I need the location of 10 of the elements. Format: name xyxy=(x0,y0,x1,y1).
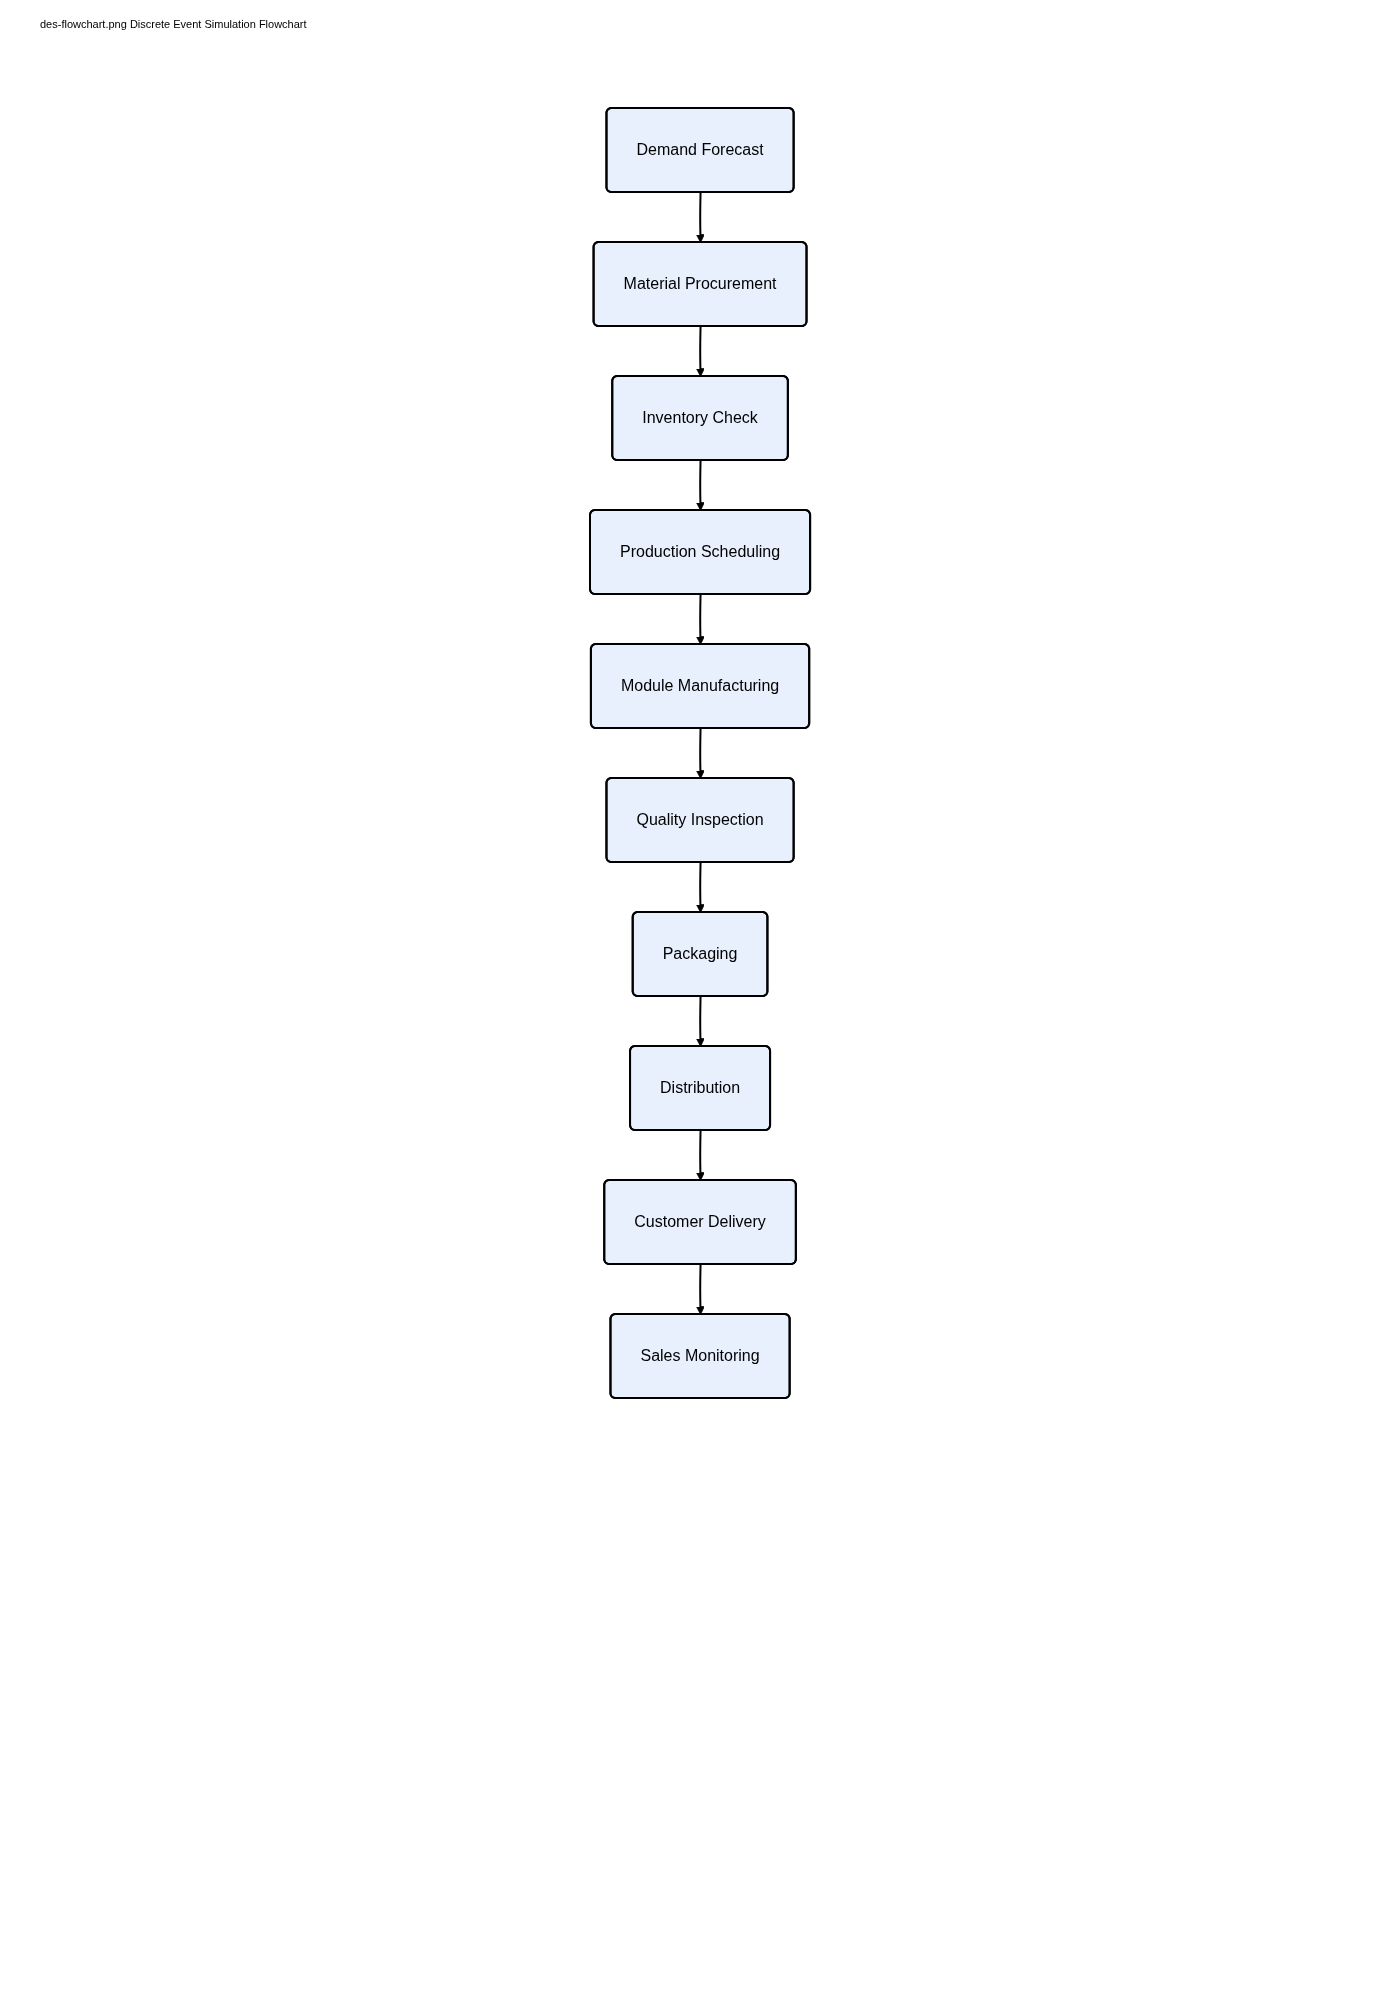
arrow xyxy=(695,459,705,511)
arrow xyxy=(695,727,705,779)
arrow xyxy=(695,325,705,377)
arrow xyxy=(695,861,705,913)
page-title: des-flowchart.png Discrete Event Simulation Flowchart xyxy=(40,18,307,30)
arrow xyxy=(695,995,705,1047)
arrow xyxy=(695,1263,705,1315)
arrow xyxy=(695,191,705,243)
arrow xyxy=(695,593,705,645)
arrow xyxy=(695,1129,705,1181)
